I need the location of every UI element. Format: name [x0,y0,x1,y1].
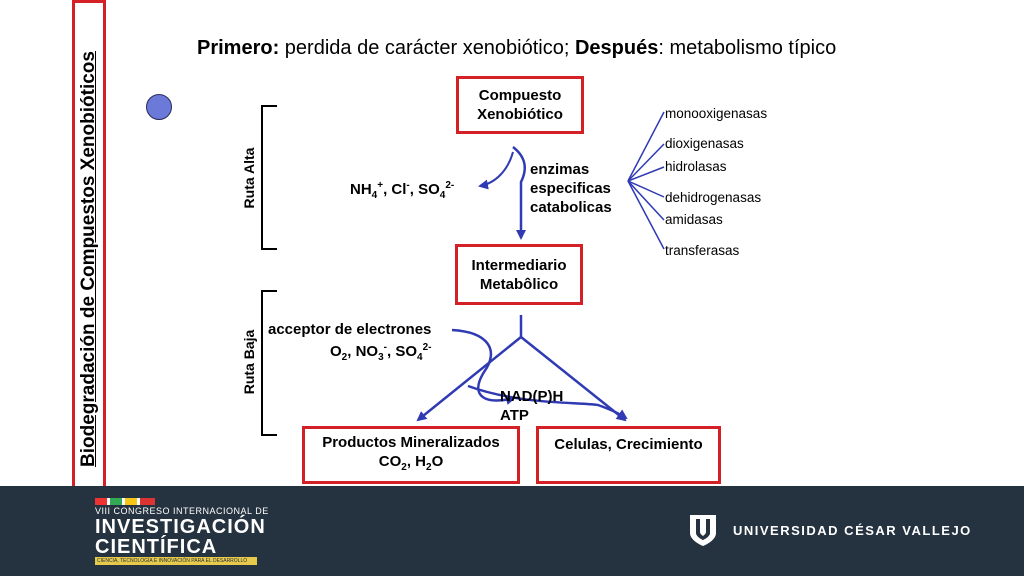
ions-ruta-alta: NH4+, Cl-, SO42- [350,180,455,201]
nadph-label: NAD(P)H [500,388,564,405]
box-compuesto-xenobiotico: Compuesto Xenobiótico [456,76,584,134]
title-text-first: perdida de carácter xenobiótico; [279,37,575,59]
box-compuesto-line1: Compuesto [478,87,562,104]
main-arrow [512,146,527,240]
productos-ions: CO2, H2O [378,453,444,473]
enzyme-monooxigenasas: monooxigenasas [665,106,768,121]
slide-title: Primero: perdida de carácter xenobiótico… [197,37,836,60]
logo-investigacion: INVESTIGACIÓN [95,516,266,538]
university-name: UNIVERSIDAD CÉSAR VALLEJO [733,523,972,538]
box-celulas-label: Celulas, Crecimiento [554,436,703,453]
university-logo-icon [688,513,718,547]
congress-line: VIII CONGRESO INTERNACIONAL DE [95,506,269,516]
ions-arrow [478,151,514,190]
title-text-second: : metabolismo típico [658,37,837,59]
box-intermediario-line1: Intermediario [471,256,567,274]
enzyme-hidrolasas: hidrolasas [665,159,727,174]
box-intermediario-line2: Metabôlico [479,275,559,293]
footer-bar: VIII CONGRESO INTERNACIONAL DE INVESTIGA… [0,486,1024,576]
enzyme-dehidrogenasas: dehidrogenasas [665,190,762,205]
ruta-baja-label: Ruta Baja [241,329,257,395]
bracket-ruta-alta [261,105,277,250]
logo-tagline: CIENCIA, TECNOLOGÍA E INNOVACIÓN PARA EL… [95,557,257,565]
box-productos-line1: Productos Mineralizados [322,434,500,451]
box-celulas-crecimiento: Celulas, Crecimiento [536,426,721,484]
enzyme-amidasas: amidasas [665,212,723,227]
flags-strip [95,498,155,505]
enzimas-label: enzimas especificas catabolicas [530,161,612,216]
title-bold-first: Primero: [197,37,280,59]
box-productos-mineralizados: Productos Mineralizados CO2, H2O [302,426,520,484]
box-compuesto-line2: Xenobiótico [477,106,563,123]
bullet-circle [146,94,172,120]
title-bold-second: Después [574,37,659,59]
enzyme-dioxigenasas: dioxigenasas [665,136,744,151]
bracket-ruta-baja [261,290,277,436]
aceptor-ions: O2, NO3-, SO42- [330,342,432,363]
logo-cientifica: CIENTÍFICA [95,536,218,558]
box-intermediario-metabolico: Intermediario Metabôlico [455,244,583,305]
ruta-alta-label: Ruta Alta [241,147,257,209]
atp-label: ATP [500,407,529,424]
enzyme-transferasas: transferasas [665,243,740,258]
aceptor-label: acceptor de electrones [268,321,432,338]
